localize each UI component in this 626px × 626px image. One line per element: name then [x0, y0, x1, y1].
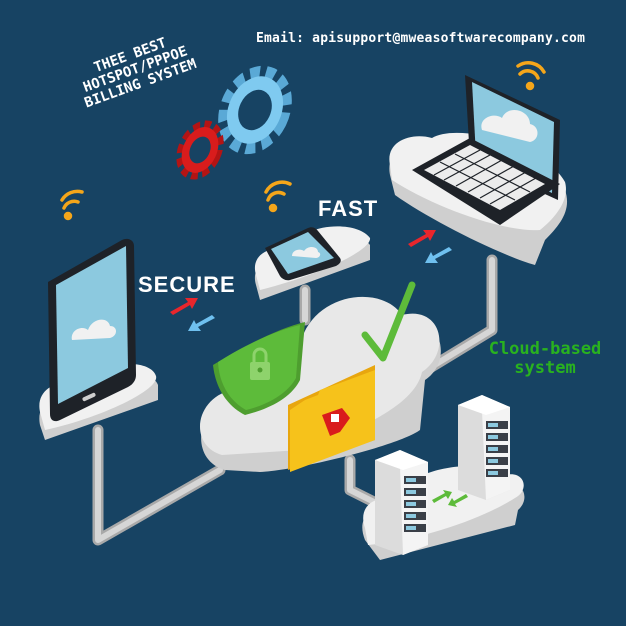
- gear-icon-blue: [218, 65, 292, 155]
- laptop-device: [412, 75, 560, 225]
- label-cloud-line-1: Cloud-based: [488, 339, 602, 359]
- connection-pipes: [92, 254, 498, 546]
- label-cloud-based: Cloud-based system: [472, 340, 618, 378]
- wifi-icon: [516, 61, 546, 91]
- wifi-icon: [60, 189, 84, 221]
- contact-email: Email: apisupport@mweasoftwarecompany.co…: [256, 31, 586, 46]
- server-racks: [375, 395, 510, 555]
- transfer-arrows-icon: [408, 230, 452, 263]
- label-fast: FAST: [318, 196, 379, 221]
- wifi-icon: [264, 180, 292, 213]
- shield-lock-icon: [213, 322, 305, 415]
- label-cloud-line-2: system: [514, 358, 576, 378]
- keyboard-keys: [433, 149, 537, 205]
- smartphone-device: [265, 227, 341, 281]
- tablet-device: [48, 238, 136, 422]
- central-cloud: [199, 296, 441, 472]
- transfer-arrows-icon: [170, 298, 215, 331]
- label-secure: SECURE: [138, 272, 236, 297]
- gear-icon-red: [176, 120, 224, 180]
- folder-lock-icon: [288, 365, 375, 472]
- sync-arrows-icon: [432, 490, 468, 507]
- checkmark-icon: [361, 281, 416, 362]
